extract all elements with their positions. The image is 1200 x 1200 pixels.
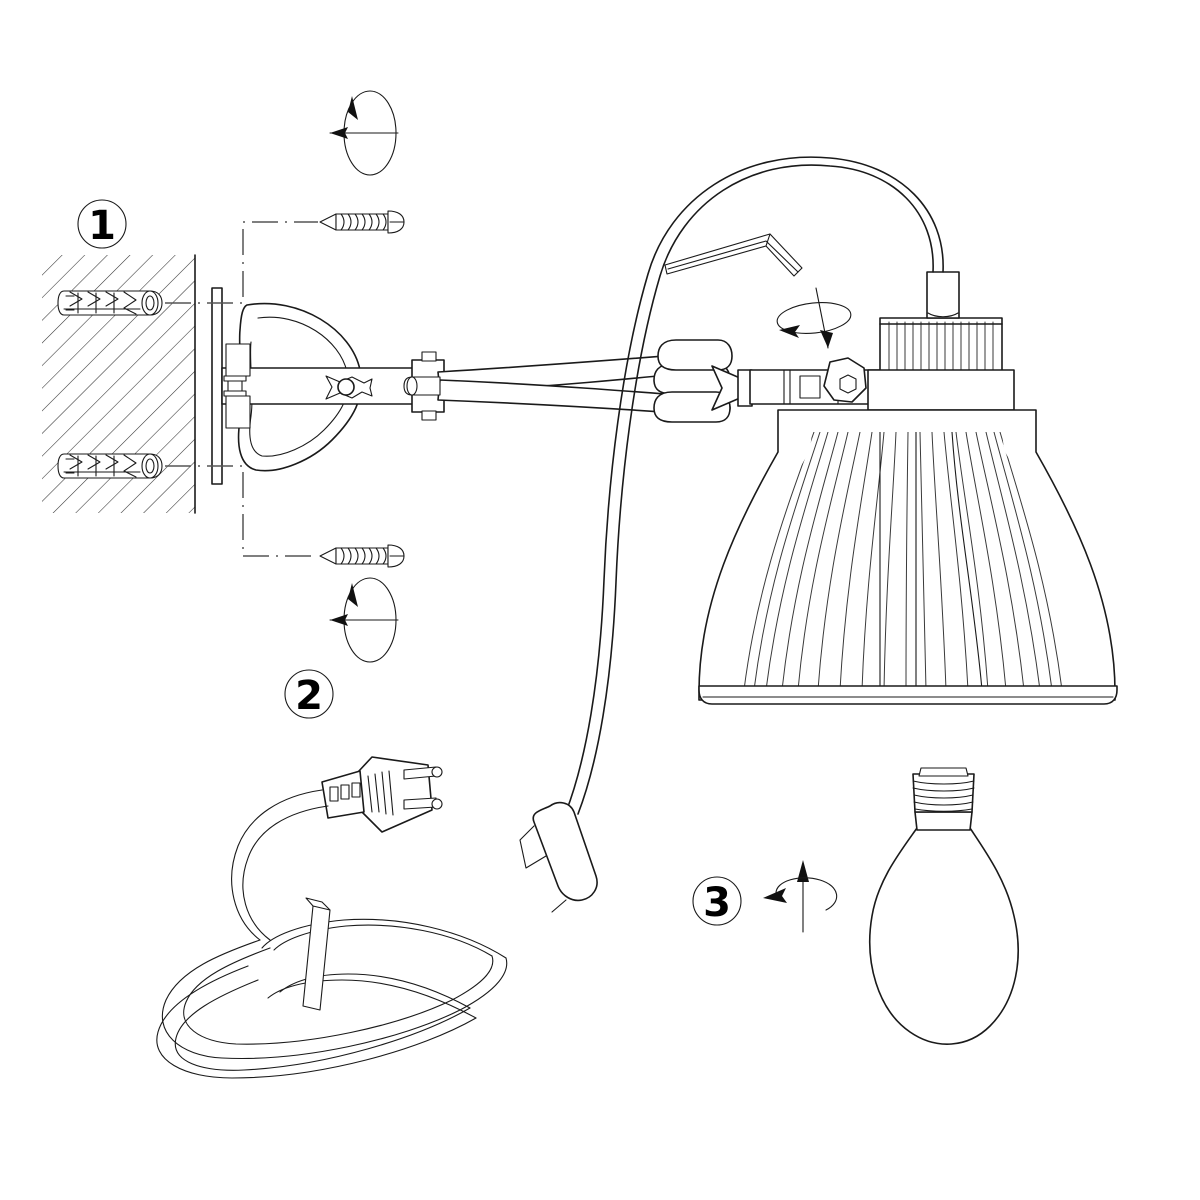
inline-rocker-switch[interactable] [519,801,598,913]
coiled-power-cable [156,789,508,1079]
rotate-cw-symbol-lower [329,577,399,663]
step-3-number: 3 [703,880,731,926]
wing-screw[interactable] [325,375,373,400]
wall-anchor-plug-upper [57,290,163,316]
screw-leader-line-upper [165,221,318,304]
ribbed-lamp-shade [698,271,1118,705]
euro-power-plug [321,756,443,833]
step-marker-3: 3 [692,876,742,926]
wall-assembly-group [42,254,196,514]
arm-bracket-loop [221,302,445,472]
wall-anchor-plug-lower [57,453,163,479]
step-2-number: 2 [295,673,323,719]
cable-gland [926,271,960,319]
step-1-number: 1 [88,203,116,249]
hex-pivot-joint[interactable] [799,357,867,403]
rotate-tilt-symbol-shade [776,287,852,349]
shade-collar [879,317,1003,375]
mounting-screw-upper [319,210,405,234]
wall-mounting-plate [211,287,223,485]
hex-key-tool [664,233,803,277]
tension-spring-arm [403,339,753,423]
rotate-ccw-symbol-bulb [763,860,838,933]
rotate-cw-symbol-upper [329,90,399,176]
mounting-screw-lower [319,544,405,568]
step-marker-1: 1 [77,199,127,249]
power-cable-arc [565,156,944,815]
step-marker-2: 2 [284,669,334,719]
light-bulb [869,767,1019,1045]
